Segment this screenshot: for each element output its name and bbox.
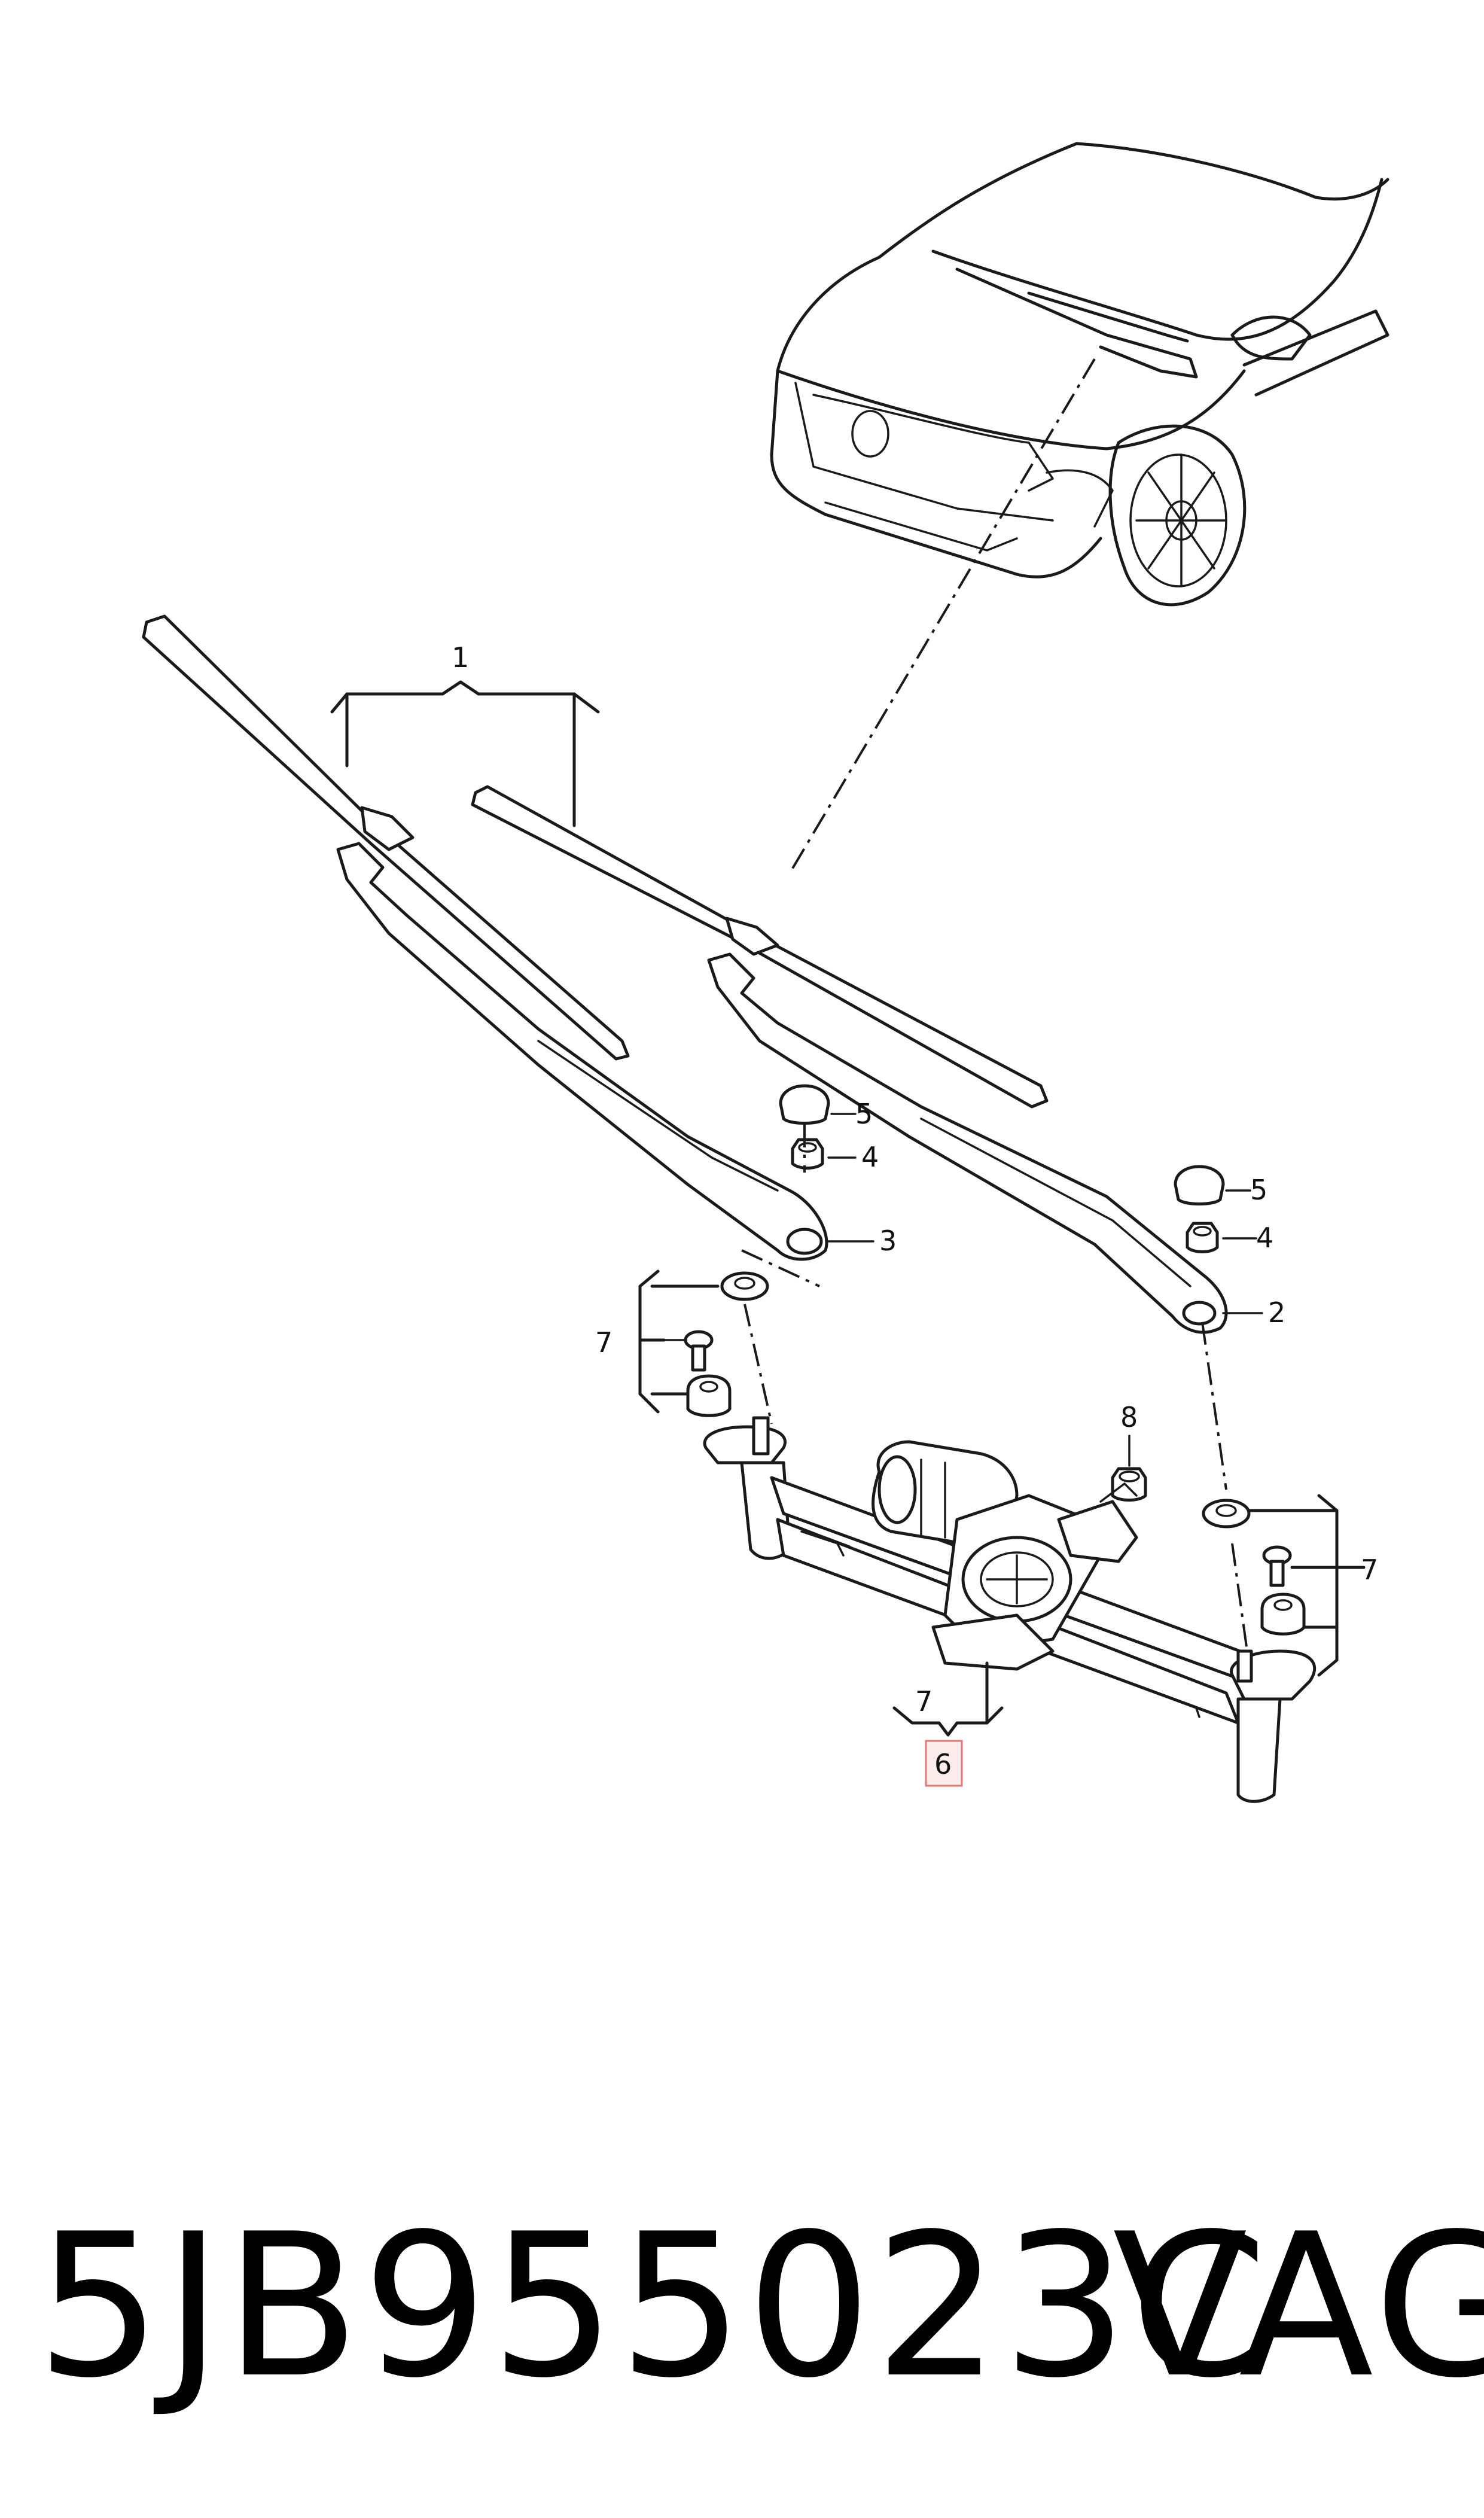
callout-1: 1 [452,641,469,674]
part-number: 5JB955023C [36,2191,1270,2421]
callout-2: 2 [1268,1296,1285,1329]
bracket-7-bottom [892,1661,1004,1737]
right-clip [1262,1545,1292,1587]
right-bracket-7 [1242,1494,1366,1677]
brand-label: VAG [1113,2191,1484,2421]
wiper-linkage-assembly [703,1416,1317,1803]
callout-8: 8 [1120,1401,1138,1433]
callout-3: 3 [879,1225,897,1257]
left-cap [779,1084,830,1125]
right-grommet-bottom [1260,1593,1306,1636]
left-wiper-blade [142,614,630,1061]
right-wiper-blade [471,785,1049,1109]
callout-4b: 4 [1256,1222,1273,1254]
right-nut [1186,1222,1219,1253]
callout-7c: 7 [915,1685,933,1718]
motor-nut [1111,1467,1147,1502]
left-bracket-7 [638,1269,720,1414]
left-grommet-bottom [686,1374,732,1417]
right-cap [1174,1165,1225,1205]
right-grommet-top [1202,1499,1251,1529]
bracket-1 [330,680,600,827]
callout-5a: 5 [855,1098,873,1130]
callout-6-highlight [925,1740,963,1787]
callout-5b: 5 [1250,1174,1267,1206]
callout-6: 6 [934,1748,952,1780]
left-clip [684,1330,714,1372]
car-connector-line [788,358,1096,875]
car-illustration [770,142,1389,607]
callout-4a: 4 [861,1141,879,1173]
callout-7b: 7 [1361,1554,1378,1586]
left-wiper-arm [336,842,828,1261]
right-axis-line [1201,1322,1248,1652]
right-wiper-arm [707,952,1228,1334]
left-nut [791,1138,824,1170]
left-axis-line [741,1125,820,1424]
left-grommet-top [720,1271,769,1301]
callout-7a: 7 [595,1326,613,1359]
